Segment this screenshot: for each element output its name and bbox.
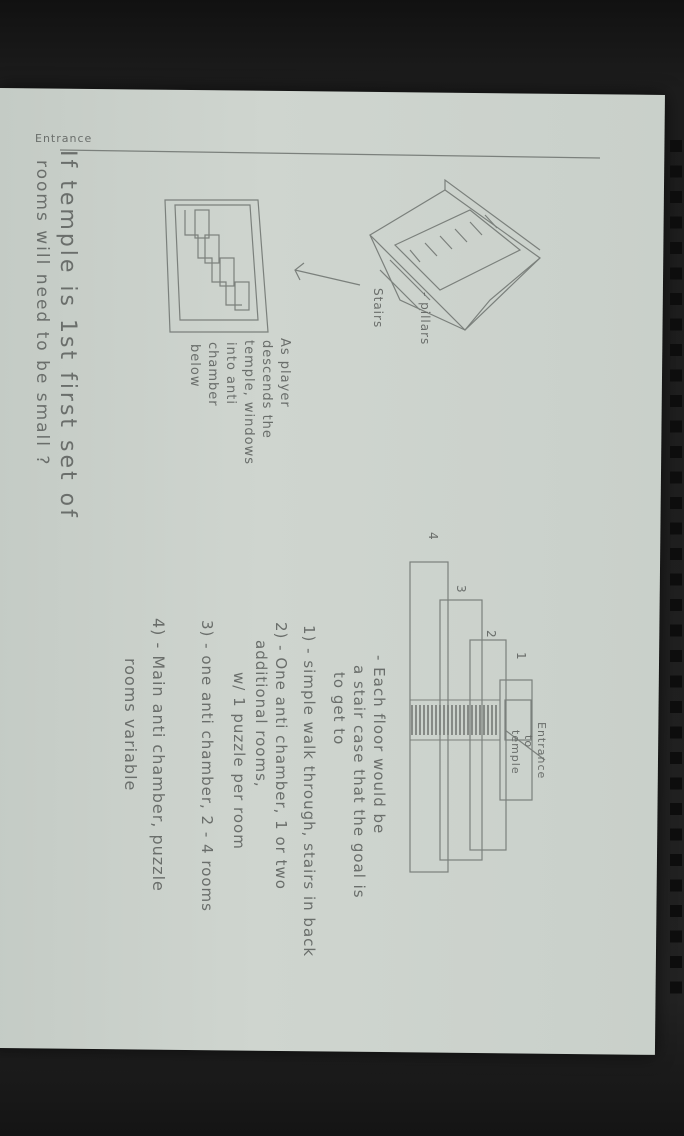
spiral-loop bbox=[670, 548, 682, 560]
floor-number-2: 2 bbox=[484, 630, 498, 639]
label-stairs: Stairs bbox=[371, 288, 385, 329]
descent-note-line: into anti bbox=[223, 342, 238, 405]
entrance-label-line: temple bbox=[509, 730, 522, 775]
spiral-loop bbox=[670, 522, 682, 535]
spiral-loop bbox=[670, 777, 682, 790]
floor-number-1: 1 bbox=[514, 652, 528, 661]
temple-perspective-sketch bbox=[369, 178, 541, 331]
note-line: rooms variable bbox=[121, 658, 140, 792]
spiral-loop bbox=[670, 956, 682, 968]
title-line-2: rooms will need to be small ? bbox=[32, 160, 52, 467]
spiral-binding bbox=[670, 140, 682, 994]
spiral-loop bbox=[670, 803, 682, 815]
spiral-loop bbox=[670, 165, 682, 178]
spiral-loop bbox=[670, 726, 682, 739]
spiral-loop bbox=[670, 624, 682, 637]
label-entrance: Entrance bbox=[35, 132, 93, 145]
floor-number-4: 4 bbox=[426, 532, 440, 541]
label-pillars: - pillars bbox=[418, 292, 432, 346]
spiral-loop bbox=[670, 140, 682, 152]
spiral-loop bbox=[670, 828, 682, 841]
spiral-loop bbox=[670, 573, 682, 586]
title-line-1: If temple is 1st first set of bbox=[55, 150, 80, 520]
spiral-loop bbox=[670, 471, 682, 484]
spiral-loop bbox=[670, 191, 682, 203]
spiral-loop bbox=[670, 446, 682, 458]
spiral-loop bbox=[670, 879, 682, 892]
spiral-loop bbox=[670, 420, 682, 433]
note-line: 1) - simple walk through, stairs in back bbox=[300, 625, 318, 958]
spiral-loop bbox=[670, 242, 682, 254]
spiral-loop bbox=[670, 854, 682, 866]
note-line: w/ 1 puzzle per room bbox=[230, 672, 248, 850]
arrow bbox=[294, 262, 361, 286]
floor-number-3: 3 bbox=[454, 585, 468, 594]
spiral-loop bbox=[670, 752, 682, 764]
note-line: 3) - one anti chamber, 2 - 4 rooms bbox=[198, 620, 216, 912]
descent-note-line: chamber bbox=[205, 342, 220, 407]
spiral-loop bbox=[670, 675, 682, 688]
spiral-loop bbox=[670, 318, 682, 331]
entrance-label-line: Entrance bbox=[535, 722, 548, 780]
spiral-loop bbox=[670, 701, 682, 713]
spiral-loop bbox=[670, 905, 682, 917]
spiral-loop bbox=[670, 344, 682, 356]
descent-note-line: below bbox=[187, 344, 202, 388]
temple-side-section-sketch bbox=[164, 199, 269, 333]
note-line: to get to bbox=[330, 672, 348, 746]
spiral-loop bbox=[670, 395, 682, 407]
floor-plan-sketch bbox=[409, 561, 546, 873]
note-line: 2) - One anti chamber, 1 or two bbox=[272, 622, 290, 890]
spiral-loop bbox=[670, 650, 682, 662]
descent-note-line: As player bbox=[277, 338, 292, 408]
descent-note-line: temple, windows bbox=[241, 340, 256, 465]
spiral-loop bbox=[670, 267, 682, 280]
spiral-loop bbox=[670, 369, 682, 382]
spiral-loop bbox=[670, 216, 682, 229]
spiral-loop bbox=[670, 981, 682, 994]
spiral-loop bbox=[670, 599, 682, 611]
note-line: - Each floor would be bbox=[370, 655, 388, 835]
title-underline bbox=[59, 149, 601, 159]
spiral-loop bbox=[670, 930, 682, 943]
note-line: additional rooms, bbox=[252, 640, 270, 788]
note-line: a stair case that the goal is bbox=[350, 665, 368, 899]
entrance-label-line: to bbox=[522, 735, 535, 749]
descent-note-line: descends the bbox=[259, 340, 274, 439]
spiral-loop bbox=[670, 497, 682, 509]
note-line: 4) - Main anti chamber, puzzle bbox=[149, 618, 168, 892]
spiral-loop bbox=[670, 293, 682, 305]
